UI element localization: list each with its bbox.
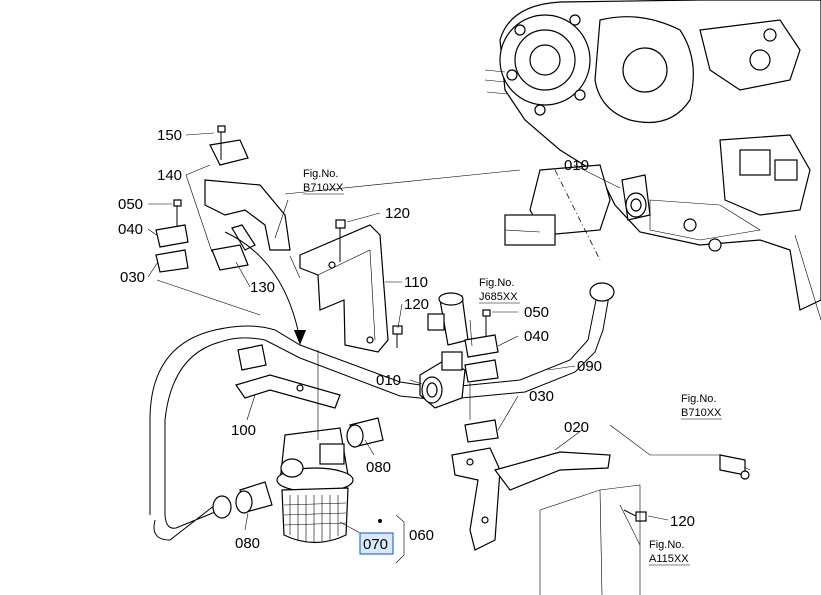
bolt-050-right	[482, 309, 491, 338]
leader-lines	[147, 132, 669, 564]
part-label-120-mid: 120	[404, 296, 429, 313]
part-label-120-bottom: 120	[670, 513, 695, 530]
fitting-010-bottom	[419, 351, 466, 409]
fitting-010-top	[621, 174, 651, 221]
part-label-150: 150	[157, 127, 182, 144]
part-label-110: 110	[404, 274, 428, 291]
part-label-040-right: 040	[524, 328, 549, 345]
bolt-120-bottom	[623, 509, 647, 522]
bracket-110	[299, 224, 389, 353]
figure-references: Fig.No. B710XX Fig.No. J685XX Fig.No. B7…	[303, 168, 722, 566]
part-labels: 150 140 050 040 030 130 120 110 120 050 …	[118, 127, 695, 555]
bracket-020	[451, 447, 611, 551]
figref-a115-line2: A115XX	[649, 553, 689, 565]
figref-a115-line1: Fig.No.	[649, 539, 684, 551]
bolt-120-mid	[392, 325, 403, 348]
part-label-060: 060	[409, 527, 434, 544]
bracket-b710-top	[204, 139, 291, 271]
part-label-070-highlight[interactable]: 070	[359, 532, 394, 555]
part-label-100: 100	[231, 422, 256, 439]
figref-j685-line1: Fig.No.	[479, 277, 514, 289]
nipple-080-right	[346, 417, 384, 448]
part-label-010-top: 010	[564, 157, 589, 174]
figref-b710-right-line1: Fig.No.	[681, 393, 716, 405]
bolt-120-top	[335, 219, 346, 262]
part-label-050-left: 050	[118, 196, 143, 213]
bolt-150	[217, 125, 226, 160]
part-label-080-right: 080	[366, 459, 391, 476]
part-label-120-top: 120	[385, 205, 410, 222]
transmission-housing	[484, 0, 821, 321]
clamp-left	[155, 224, 189, 273]
fuel-filter	[276, 427, 354, 544]
figref-b710-top-line2: B710XX	[303, 182, 344, 194]
figref-b710-right-line2: B710XX	[681, 407, 722, 419]
clamp-right	[464, 334, 499, 443]
part-label-020: 020	[564, 419, 589, 436]
nipple-080-left	[235, 481, 273, 514]
part-label-040-left: 040	[118, 221, 143, 238]
part-label-130: 130	[250, 279, 275, 296]
part-label-070[interactable]: 070	[363, 536, 388, 553]
fitting-j685	[427, 292, 469, 346]
part-label-030-right: 030	[529, 388, 554, 405]
filter-mesh	[283, 495, 347, 543]
bracket-100	[235, 344, 341, 409]
frame-lower-right	[539, 424, 751, 595]
part-label-050-right: 050	[524, 304, 549, 321]
figref-b710-top-line1: Fig.No.	[303, 168, 338, 180]
pipe-090	[149, 282, 615, 541]
part-label-080-left: 080	[235, 535, 260, 552]
assembly-arrow	[224, 231, 306, 345]
part-label-140: 140	[157, 167, 182, 184]
part-label-030-left: 030	[120, 269, 145, 286]
part-label-010-bottom: 010	[376, 372, 401, 389]
part-label-090: 090	[577, 358, 602, 375]
figref-j685-line2: J685XX	[479, 291, 518, 303]
